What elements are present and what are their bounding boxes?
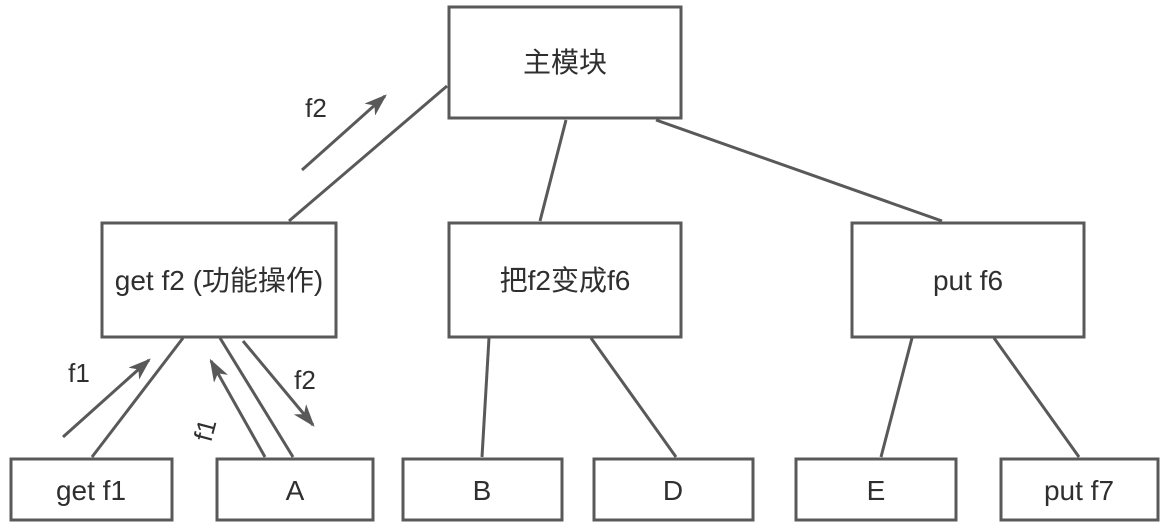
edge-main-getf2 <box>288 84 448 223</box>
node-convert: 把f2变成f6 <box>447 221 683 339</box>
node-put-f6-label: put f6 <box>933 265 1003 296</box>
node-main: 主模块 <box>447 5 683 120</box>
node-d: D <box>592 457 755 522</box>
edge-convert-d <box>589 337 678 458</box>
flow-label-f2-up: f2 <box>305 93 327 123</box>
node-put-f7: put f7 <box>999 457 1160 522</box>
node-a: A <box>215 457 375 522</box>
node-get-f1: get f1 <box>9 457 174 522</box>
node-convert-box <box>447 221 683 339</box>
flow-arrow-f2-up <box>301 96 385 172</box>
node-b-box <box>401 457 564 522</box>
flow-label-f2-down: f2 <box>294 365 316 395</box>
node-b: B <box>401 457 564 522</box>
edge-convert-b <box>480 337 491 458</box>
structure-edges <box>90 84 1081 458</box>
flow-label-f1-middle: f1 <box>188 416 223 445</box>
node-get-f2-label: get f2 (功能操作) <box>115 265 323 296</box>
node-get-f1-label: get f1 <box>56 475 126 506</box>
node-put-f6: put f6 <box>850 221 1086 339</box>
edge-putf6-putf7 <box>992 337 1081 458</box>
node-put-f7-label: put f7 <box>1044 475 1114 506</box>
data-flow-arrows <box>61 96 385 458</box>
node-put-f6-box <box>850 221 1086 339</box>
node-get-f2: get f2 (功能操作) <box>100 221 338 339</box>
edge-getf2-getf1 <box>90 337 185 458</box>
node-main-box <box>447 5 683 120</box>
node-a-label: A <box>286 475 305 506</box>
node-e-label: E <box>867 475 886 506</box>
node-put-f7-box <box>999 457 1160 522</box>
node-e: E <box>794 457 958 522</box>
edge-main-convert <box>538 119 568 222</box>
node-get-f2-box <box>100 221 338 339</box>
flow-arrow-f1-left <box>61 360 149 439</box>
node-e-box <box>794 457 958 522</box>
flow-label-f1-left: f1 <box>68 358 90 388</box>
flow-arrow-f2-down <box>241 340 313 425</box>
node-main-label: 主模块 <box>523 47 607 78</box>
node-convert-label: 把f2变成f6 <box>500 265 631 296</box>
edge-main-putf6 <box>655 118 943 223</box>
edge-getf2-a <box>218 337 295 458</box>
flow-arrow-f1-middle <box>209 361 267 458</box>
node-d-box <box>592 457 755 522</box>
edge-putf6-e <box>879 337 914 458</box>
node-get-f1-box <box>9 457 174 522</box>
node-a-box <box>215 457 375 522</box>
data-flow-labels: f2 f1 f1 f2 <box>68 93 327 444</box>
node-d-label: D <box>663 475 683 506</box>
node-b-label: B <box>473 475 492 506</box>
